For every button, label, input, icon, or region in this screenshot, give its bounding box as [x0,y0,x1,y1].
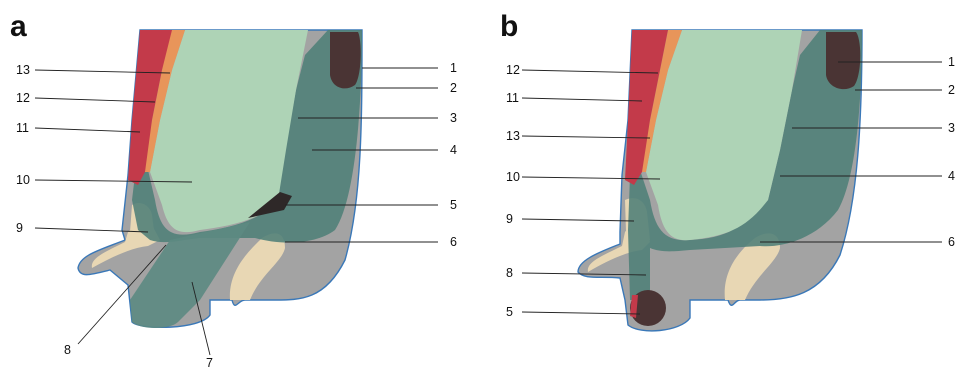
panel-a-lumen [330,32,361,88]
panel-b-label-10: 10 [506,170,520,184]
panel-b-label-5: 5 [506,305,513,319]
panel-b-lumen [826,32,860,89]
panel-a-label-4: 4 [450,143,457,157]
panel-b-label-6: 6 [948,235,955,249]
panel-b-label-4: 4 [948,169,955,183]
panel-a-label-12: 12 [16,91,30,105]
panel-a-label-7: 7 [206,356,213,369]
panel-a-label-8: 8 [64,343,71,357]
panel-b-label-1: 1 [948,55,955,69]
panel-b-label-9: 9 [506,212,513,226]
panel-b: b [500,10,955,331]
panel-a-label-11: 11 [16,121,29,135]
panel-a: a [10,10,457,369]
panel-a-label-6: 6 [450,235,457,249]
panel-b-label-2: 2 [948,83,955,97]
panel-b-letter: b [500,10,518,43]
panel-b-label-3: 3 [948,121,955,135]
panel-b-label-11: 11 [506,91,519,105]
panel-a-label-5: 5 [450,198,457,212]
panel-a-label-3: 3 [450,111,457,125]
panel-a-label-9: 9 [16,221,23,235]
panel-b-label-8: 8 [506,266,513,280]
panel-a-label-13: 13 [16,63,30,77]
panel-a-letter: a [10,10,27,43]
panel-a-label-2: 2 [450,81,457,95]
panel-b-label-13: 13 [506,129,520,143]
panel-a-label-1: 1 [450,61,457,75]
panel-a-label-10: 10 [16,173,30,187]
panel-b-label-12: 12 [506,63,520,77]
